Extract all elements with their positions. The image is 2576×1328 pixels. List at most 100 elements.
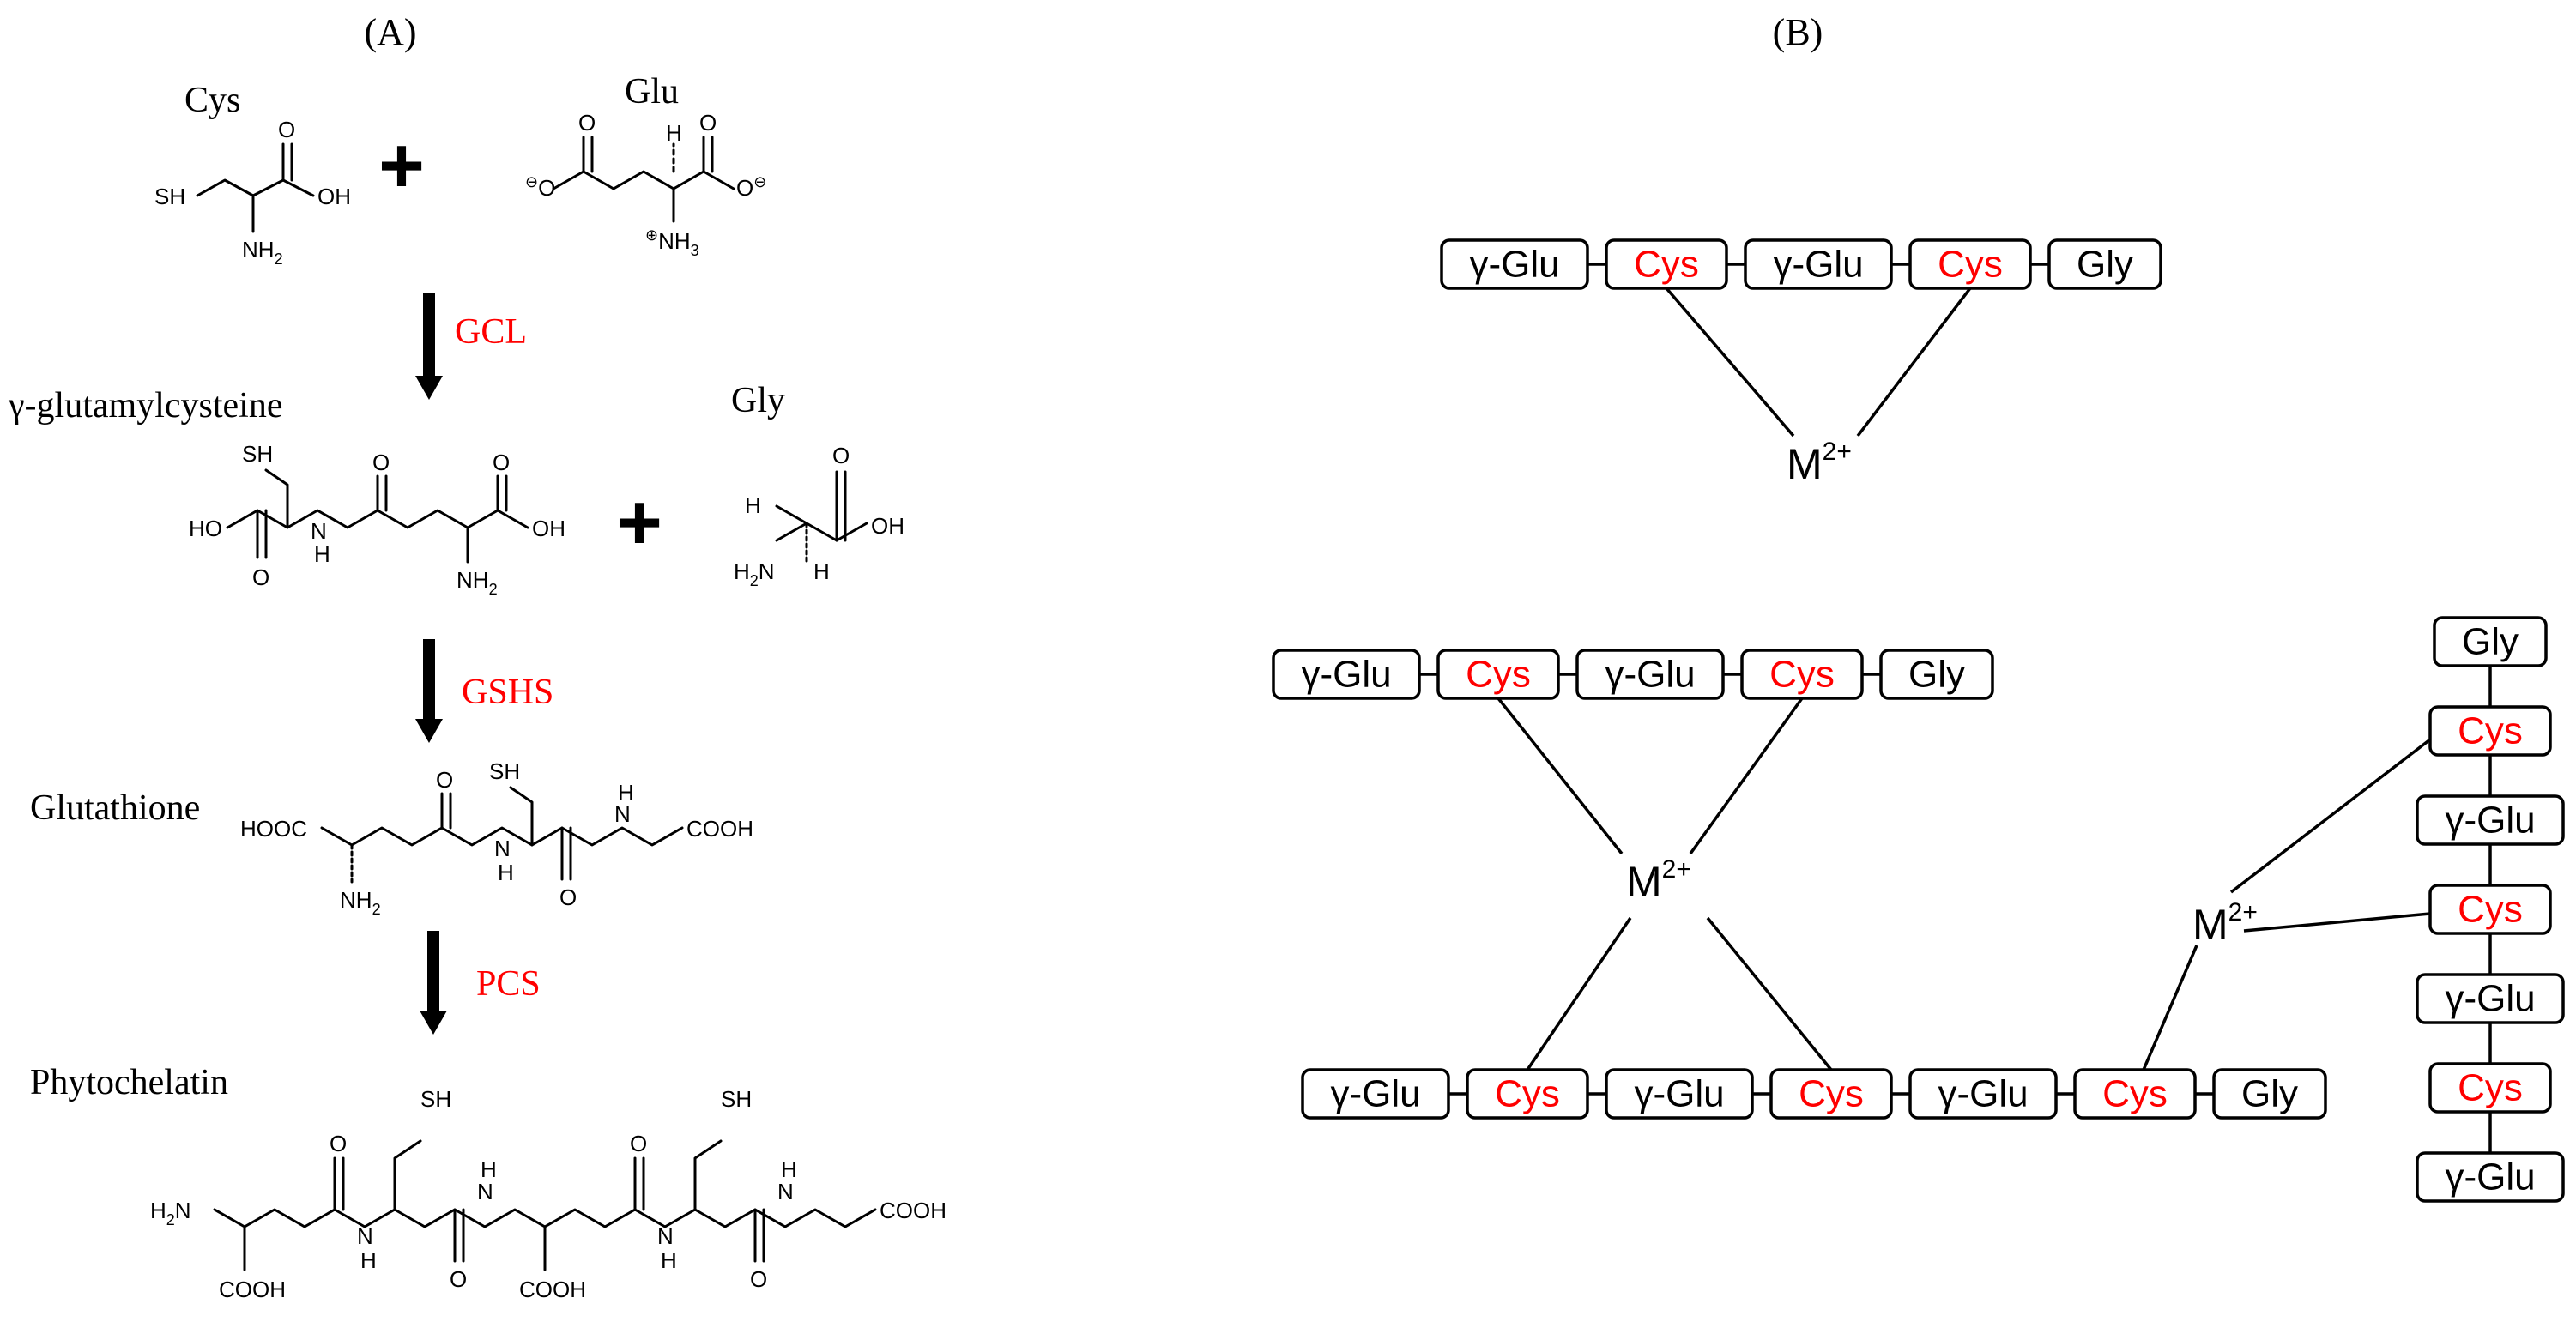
pc-cooh2-label: COOH: [519, 1277, 586, 1302]
pc3-chain-bottom-1-gamma-glu-label: γ-Glu: [1330, 1073, 1420, 1115]
gsh-sh-label: SH: [489, 758, 520, 784]
glu-backbone: [552, 170, 735, 190]
arrow-gshs: [415, 639, 443, 743]
pc-sh2-label: SH: [721, 1086, 752, 1112]
pc-sh1-label: SH: [420, 1086, 451, 1112]
gly-name: Gly: [731, 381, 785, 420]
pc2-chain-middle: γ-Glu Cys γ-Glu Cys Gly: [1272, 649, 1994, 700]
glutathione-structure: HOOC NH2 O N H SH O N H COOH: [240, 758, 753, 918]
pc-h2n-label: H2N: [150, 1198, 191, 1228]
pc2-chain-middle-5-gly: Gly: [1879, 649, 1994, 700]
pc2-chain-top-5-gly-box: [2047, 238, 2162, 290]
gsh-o2-label: O: [559, 884, 577, 910]
coordination-bond-2b: [1689, 697, 1804, 855]
pc2-chain-top-5-gly-label: Gly: [2077, 244, 2133, 286]
pc3-chain-vertical-1-gly: Gly: [2433, 616, 2548, 667]
pc-o2-label: O: [450, 1266, 467, 1292]
gsh-n2-label: N: [614, 801, 631, 827]
glu-o-right-label: O⊖: [736, 173, 766, 201]
plus-sign-1: +: [378, 122, 425, 209]
coordination-bond-3c: [2142, 945, 2198, 1071]
pc2-chain-middle-2-cys-label: Cys: [1466, 654, 1531, 696]
pc3-chain-vertical-2-cys: Cys: [2428, 705, 2552, 757]
coordination-bond-3b: [2243, 912, 2431, 933]
metal-ion-3: M2+: [2192, 898, 2258, 949]
pc2-chain-top-2-cys: Cys: [1605, 238, 1728, 290]
gamma-glutamylcysteine-structure: SH HO O N H O O OH NH2: [189, 441, 565, 598]
pc3-chain-bottom-5-gamma-glu-label: γ-Glu: [1938, 1073, 2028, 1115]
cys-backbone: [196, 178, 315, 197]
pc3-chain-vertical-5-gamma-glu: γ-Glu: [2416, 973, 2565, 1024]
gec-ho-label: HO: [189, 516, 222, 541]
pc3-chain-vertical-3-gamma-glu-label: γ-Glu: [2445, 800, 2535, 842]
gly-oh-bond: [835, 522, 868, 542]
pc-cooh1-label: COOH: [219, 1277, 286, 1302]
cys-nh2-label: NH2: [242, 237, 283, 268]
enzyme-gshs: GSHS: [462, 673, 553, 712]
pc-n4-label: N: [777, 1179, 794, 1204]
gsh-h2-label: H: [618, 780, 634, 806]
pc2-chain-middle-4-cys: Cys: [1740, 649, 1864, 700]
panel-b-label: (B): [1773, 11, 1823, 53]
pc3-chain-bottom-2-cys-label: Cys: [1495, 1073, 1560, 1115]
pc2-chain-top-5-gly: Gly: [2047, 238, 2162, 290]
glu-o-top-left-label: O: [578, 110, 596, 136]
phytochelatin-name: Phytochelatin: [30, 1063, 228, 1102]
cys-name: Cys: [184, 81, 240, 120]
pc3-chain-vertical-4-cys-label: Cys: [2458, 889, 2523, 931]
glu-structure: ⊖O O⊖ O O H ⊕NH3: [525, 110, 766, 259]
cys-o-label: O: [278, 117, 295, 142]
pc-n3-label: N: [657, 1223, 674, 1249]
pc2-chain-middle-5-gly-box: [1879, 649, 1994, 700]
pc-sh2-branch: [693, 1139, 723, 1211]
gly-h1-bond: [775, 504, 808, 525]
pc3-chain-vertical-7-gamma-glu-box: [2416, 1151, 2565, 1203]
gly-h2n-label: H2N: [734, 558, 775, 589]
coordination-bond-1b: [1856, 287, 1972, 438]
pc-h2-label: H: [481, 1156, 497, 1182]
pc-h3-label: H: [661, 1247, 677, 1273]
pc2-chain-middle-5-gly-label: Gly: [1908, 654, 1965, 696]
pc3-chain-vertical-1-gly-label: Gly: [2462, 621, 2519, 663]
glu-o-top-right-label: O: [699, 110, 717, 136]
arrow-pcs: [420, 931, 447, 1035]
pc-o3-label: O: [630, 1131, 647, 1156]
gec-o-top-label: O: [372, 450, 390, 475]
pc3-chain-bottom-1-gamma-glu: γ-Glu: [1301, 1068, 1450, 1120]
glu-nh3-label: ⊕NH3: [645, 226, 699, 259]
pc2-chain-top-2-cys-label: Cys: [1634, 244, 1699, 286]
pc2-chain-top-1-gamma-glu: γ-Glu: [1440, 238, 1589, 290]
pc2-chain-middle-1-gamma-glu-label: γ-Glu: [1301, 654, 1391, 696]
cys-structure: SH OH O NH2: [154, 117, 351, 268]
gec-backbone: [226, 509, 529, 529]
pc2-chain-middle-3-gamma-glu: γ-Glu: [1575, 649, 1725, 700]
glu-h-label: H: [666, 120, 682, 146]
pc2-chain-middle-2-cys: Cys: [1436, 649, 1560, 700]
enzyme-gcl: GCL: [455, 312, 527, 352]
gec-sh-branch: [264, 468, 289, 529]
pc2-chain-top-3-gamma-glu: γ-Glu: [1744, 238, 1893, 290]
coordination-bond-3a: [2229, 738, 2432, 894]
pc2-chain-middle-4-cys-label: Cys: [1769, 654, 1835, 696]
gec-oh-label: OH: [532, 516, 565, 541]
gly-structure: H H O OH H2N: [734, 443, 904, 589]
arrow-gcl: [415, 293, 443, 400]
pc2-chain-middle-3-gamma-glu-label: γ-Glu: [1605, 654, 1695, 696]
pc-o4-label: O: [750, 1266, 767, 1292]
cys-sh-label: SH: [154, 184, 185, 209]
pc3-chain-vertical-7-gamma-glu: γ-Glu: [2416, 1151, 2565, 1203]
coordination-bond-2c: [1526, 917, 1632, 1071]
coordination-bond-1a: [1665, 287, 1795, 438]
gsh-o1-label: O: [436, 767, 453, 793]
pc3-chain-bottom-3-gamma-glu-label: γ-Glu: [1634, 1073, 1724, 1115]
coordination-bond-2a: [1497, 697, 1624, 855]
pc3-chain-vertical-6-cys: Cys: [2428, 1062, 2552, 1114]
gly-oh-label: OH: [871, 513, 904, 539]
panel-a-label: (A): [364, 11, 416, 53]
pc-cooh3-label: COOH: [880, 1198, 946, 1223]
pc-h1-label: H: [360, 1247, 377, 1273]
gec-n-label: N: [311, 518, 327, 544]
